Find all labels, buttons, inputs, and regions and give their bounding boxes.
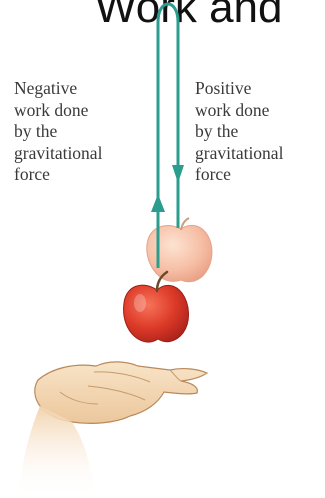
up-arrow-icon	[151, 194, 165, 212]
apple-red	[124, 272, 189, 342]
open-hand	[18, 362, 207, 498]
down-arrow-icon	[172, 165, 184, 183]
